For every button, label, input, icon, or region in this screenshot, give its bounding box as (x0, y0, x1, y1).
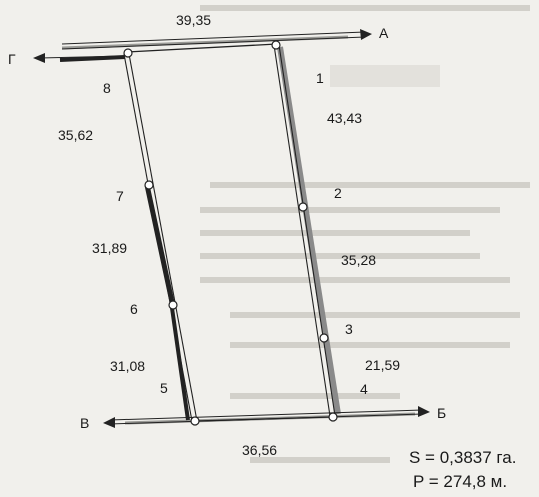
plot-summary: S = 0,3837 га. P = 274,8 м. (409, 448, 516, 491)
length-left-8: 35,62 (58, 127, 93, 143)
vertex-4 (328, 412, 338, 422)
vertex-5 (190, 416, 200, 426)
length-top: 39,35 (176, 12, 211, 28)
point-6-label: 6 (130, 301, 138, 317)
arrow-a-icon (360, 29, 372, 40)
vertex-top-right (271, 40, 281, 50)
direction-b-label: Б (437, 405, 446, 421)
point-1-label: 1 (316, 70, 324, 86)
direction-a-label: А (379, 25, 389, 41)
length-right-1: 43,43 (327, 110, 362, 126)
vertex-6 (168, 300, 178, 310)
point-3-label: 3 (345, 321, 353, 337)
point-5-label: 5 (160, 380, 168, 396)
segment-lengths: 39,35 36,56 43,43 35,28 21,59 35,62 31,8… (58, 12, 400, 458)
direction-labels: А Б В Г (8, 25, 446, 431)
vertex-3 (319, 333, 329, 343)
perimeter-value: P = 274,8 м. (413, 472, 507, 491)
arrow-v-icon (103, 417, 115, 428)
direction-v-label: В (80, 415, 89, 431)
arrow-g-icon (33, 53, 45, 63)
length-left-6: 31,08 (110, 358, 145, 374)
length-right-2: 35,28 (341, 252, 376, 268)
background-ghost-text (200, 5, 530, 463)
length-left-7: 31,89 (92, 240, 127, 256)
point-8-label: 8 (103, 80, 111, 96)
point-4-label: 4 (360, 381, 368, 397)
vertices (123, 40, 338, 426)
vertex-top-left (123, 48, 133, 58)
area-value: S = 0,3837 га. (409, 448, 516, 467)
plot-boundary (123, 43, 336, 422)
direction-g-label: Г (8, 51, 16, 67)
vertex-7 (144, 180, 154, 190)
point-labels: 1 2 3 4 5 6 7 8 (103, 70, 368, 397)
arrow-b-icon (418, 406, 430, 417)
length-bottom: 36,56 (242, 442, 277, 458)
point-2-label: 2 (334, 185, 342, 201)
length-right-3: 21,59 (365, 357, 400, 373)
point-7-label: 7 (116, 188, 124, 204)
vertex-2 (298, 202, 308, 212)
